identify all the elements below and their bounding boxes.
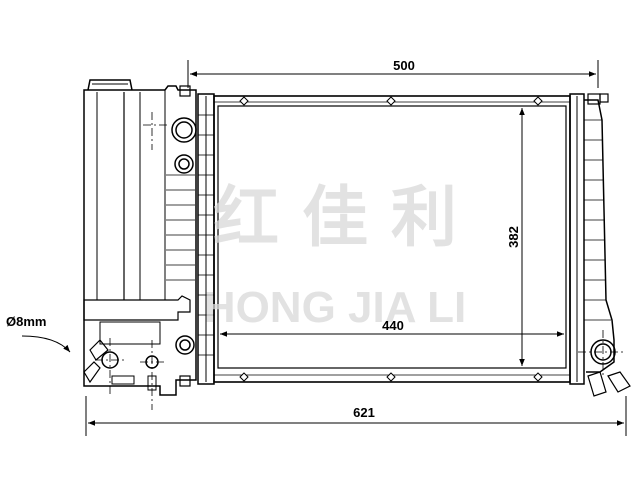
dimension-top-width-label: 500	[393, 58, 415, 73]
dimension-core-height-label: 382	[506, 226, 521, 248]
left-tank-fittings	[101, 85, 197, 387]
dimension-top-width	[187, 60, 599, 88]
dimension-overall-width-label: 621	[353, 405, 375, 420]
dimension-core-width-label: 440	[382, 318, 404, 333]
right-header-fittings	[590, 339, 616, 365]
watermark: 红 佳 利 HONG JIA LI	[204, 179, 466, 332]
watermark-chinese: 红 佳 利	[213, 179, 457, 256]
dimension-overall-width	[85, 396, 627, 436]
pipe-diameter-label: Ø8mm	[6, 314, 46, 329]
left-expansion-tank	[83, 79, 197, 396]
watermark-english: HONG JIA LI	[204, 283, 466, 332]
pipe-diameter-leader	[21, 335, 71, 353]
right-header	[569, 93, 631, 397]
left-header	[197, 93, 215, 385]
centre-lines	[95, 112, 625, 410]
core-diamonds	[239, 96, 543, 382]
